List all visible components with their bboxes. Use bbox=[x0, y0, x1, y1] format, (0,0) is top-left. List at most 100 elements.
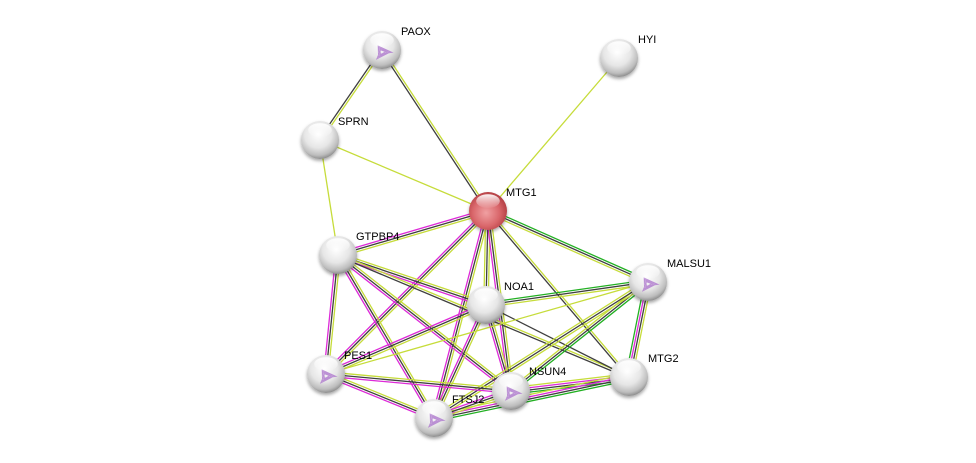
node-mtg1[interactable]: MTG1 bbox=[469, 187, 537, 230]
edge-noa1-pes1[interactable] bbox=[324, 302, 488, 377]
edge-line-textmining bbox=[326, 306, 488, 377]
edge-line-coexpression bbox=[433, 304, 487, 419]
edge-line-coexpression bbox=[485, 281, 649, 306]
edge-line-experiments bbox=[431, 303, 485, 418]
edge-line-coexpression bbox=[510, 281, 649, 392]
edge-line-coexpression bbox=[485, 304, 630, 378]
edge-pes1-ftsj2[interactable] bbox=[324, 371, 436, 421]
node-highlight bbox=[326, 238, 350, 252]
edge-line-experiments bbox=[324, 375, 434, 421]
edge-malsu1-ftsj2[interactable] bbox=[432, 279, 650, 421]
edge-malsu1-nsun4[interactable] bbox=[509, 279, 650, 394]
protein-structure-icon bbox=[319, 369, 338, 384]
node-highlight bbox=[474, 288, 498, 302]
edge-mtg1-gtpbp4[interactable] bbox=[337, 208, 489, 258]
edge-line-coexpression bbox=[325, 254, 339, 375]
edge-line-coexpression bbox=[337, 254, 512, 392]
node-label: MALSU1 bbox=[667, 258, 711, 270]
node-ftsj2[interactable]: FTSJ2 bbox=[415, 394, 484, 437]
edge-line-coexpression bbox=[325, 304, 487, 375]
edge-mtg1-malsu1[interactable] bbox=[486, 208, 650, 285]
edge-line-coexpression bbox=[434, 377, 630, 420]
edge-pes1-nsun4[interactable] bbox=[325, 371, 512, 394]
node-gtpbp4[interactable]: GTPBP4 bbox=[319, 231, 399, 274]
edge-line-textmining bbox=[432, 279, 648, 417]
edge-line-textmining bbox=[326, 371, 512, 390]
node-highlight bbox=[617, 360, 641, 374]
edge-line-textmining bbox=[486, 212, 648, 285]
edge-line-experiments bbox=[323, 254, 337, 374]
edge-line-coexpression bbox=[337, 254, 487, 306]
node-label: HYI bbox=[638, 34, 656, 46]
edges-layer bbox=[318, 49, 652, 422]
node-highlight bbox=[636, 265, 660, 279]
edge-line-textmining bbox=[486, 283, 649, 308]
edge-noa1-mtg2[interactable] bbox=[485, 304, 630, 378]
node-label: MTG2 bbox=[648, 353, 679, 365]
edge-line-textmining bbox=[338, 252, 487, 304]
node-highlight bbox=[499, 374, 523, 388]
edge-line-textmining bbox=[325, 281, 649, 375]
edge-line-neighborhood bbox=[434, 379, 630, 422]
edge-line-neighborhood bbox=[511, 283, 650, 394]
node-label: NSUN4 bbox=[529, 366, 566, 378]
node-label: FTSJ2 bbox=[452, 394, 484, 406]
edge-sprn-gtpbp4[interactable] bbox=[319, 139, 339, 256]
node-highlight bbox=[476, 194, 500, 208]
edge-line-coexpression bbox=[433, 210, 489, 419]
edge-line-textmining bbox=[338, 212, 489, 258]
edge-line-coexpression bbox=[337, 210, 489, 256]
edge-line-coexpression bbox=[380, 50, 488, 212]
edge-line-neighborhood bbox=[488, 208, 650, 281]
edge-malsu1-pes1[interactable] bbox=[325, 281, 649, 375]
edge-sprn-mtg1[interactable] bbox=[319, 139, 489, 212]
edge-mtg2-ftsj2[interactable] bbox=[433, 373, 630, 422]
edge-gtpbp4-nsun4[interactable] bbox=[336, 252, 513, 394]
edge-line-experiments bbox=[324, 302, 486, 373]
edge-line-textmining bbox=[488, 209, 631, 377]
node-label: PAOX bbox=[401, 26, 431, 38]
edge-line-neighborhood bbox=[485, 279, 648, 304]
edge-line-textmining bbox=[382, 49, 490, 211]
node-noa1[interactable]: NOA1 bbox=[467, 281, 534, 324]
node-highlight bbox=[607, 41, 631, 55]
edge-gtpbp4-ftsj2[interactable] bbox=[335, 253, 437, 420]
edge-line-textmining bbox=[434, 283, 650, 421]
edge-line-experiments bbox=[433, 375, 629, 418]
edge-mtg1-pes1[interactable] bbox=[323, 208, 491, 377]
edge-hyi-mtg1[interactable] bbox=[487, 57, 620, 212]
node-nsun4[interactable]: NSUN4 bbox=[492, 366, 566, 410]
edge-gtpbp4-noa1[interactable] bbox=[337, 252, 487, 308]
edge-line-textmining bbox=[433, 373, 629, 416]
edge-line-coexpression bbox=[433, 281, 649, 419]
edge-paox-mtg1[interactable] bbox=[380, 49, 490, 212]
protein-structure-icon bbox=[641, 277, 660, 292]
structure-trace bbox=[641, 277, 660, 292]
node-paox[interactable]: PAOX bbox=[363, 26, 431, 69]
node-label: SPRN bbox=[338, 116, 369, 128]
edge-noa1-malsu1[interactable] bbox=[485, 279, 649, 308]
edge-line-experiments bbox=[323, 208, 487, 373]
edge-line-coexpression bbox=[337, 254, 435, 419]
node-label: NOA1 bbox=[504, 281, 534, 293]
edge-line-experiments bbox=[337, 208, 488, 254]
edge-line-textmining bbox=[327, 255, 341, 375]
edge-gtpbp4-pes1[interactable] bbox=[323, 254, 341, 375]
edge-line-textmining bbox=[509, 279, 648, 390]
node-hyi[interactable]: HYI bbox=[600, 34, 656, 77]
edge-line-textmining bbox=[319, 139, 339, 256]
node-pes1[interactable]: PES1 bbox=[307, 350, 372, 393]
node-malsu1[interactable]: MALSU1 bbox=[629, 258, 711, 301]
node-mtg2[interactable]: MTG2 bbox=[610, 353, 679, 396]
node-label: MTG1 bbox=[506, 187, 537, 199]
edge-line-textmining bbox=[338, 252, 513, 390]
edge-line-coexpression bbox=[325, 373, 435, 419]
protein-structure-icon bbox=[427, 413, 446, 428]
structure-trace bbox=[427, 413, 446, 428]
protein-structure-icon bbox=[504, 386, 523, 401]
node-highlight bbox=[422, 401, 446, 415]
node-sprn[interactable]: SPRN bbox=[301, 116, 369, 159]
edge-noa1-ftsj2[interactable] bbox=[431, 303, 489, 420]
